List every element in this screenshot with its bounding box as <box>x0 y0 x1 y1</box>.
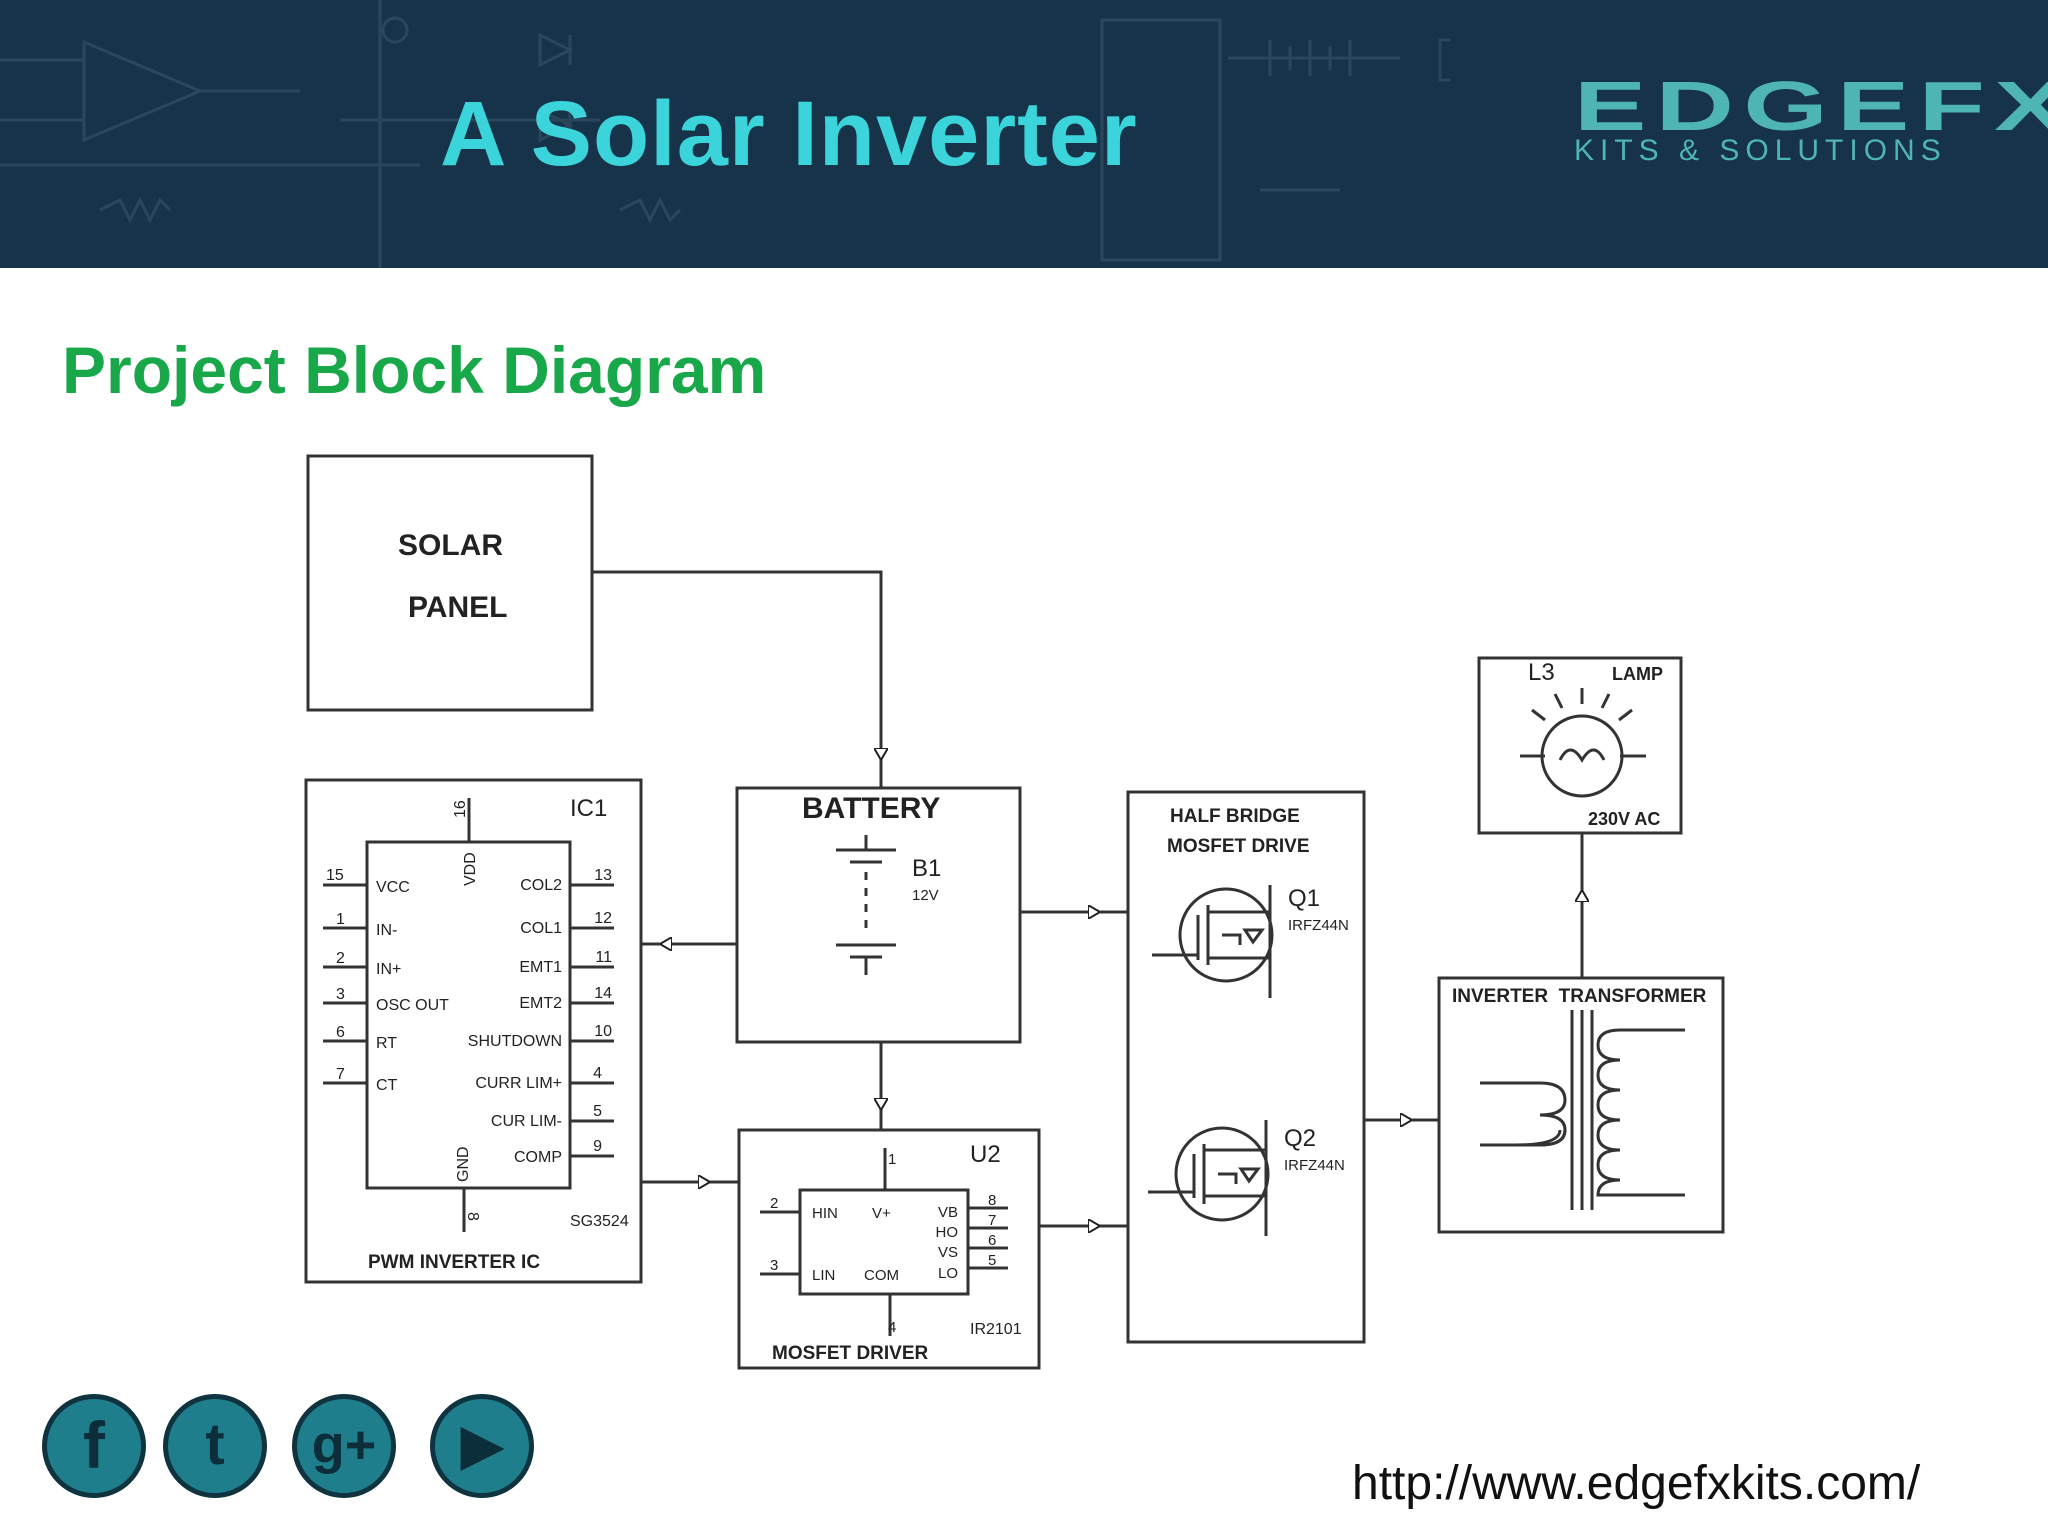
driver-caption: MOSFET DRIVER <box>772 1343 929 1364</box>
mosfet-q1-symbol <box>1152 885 1274 998</box>
youtube-icon[interactable]: ▶ <box>430 1394 534 1498</box>
svg-text:COL1: COL1 <box>520 920 562 937</box>
q1-ref: Q1 <box>1288 885 1320 912</box>
lamp-caption: LAMP <box>1612 664 1663 684</box>
mosfet-driver-block <box>737 1128 1041 1370</box>
half-bridge-block <box>1126 790 1366 1344</box>
half-bridge-label-2: MOSFET DRIVE <box>1167 836 1310 857</box>
svg-text:IN-: IN- <box>376 922 397 939</box>
svg-text:EMT2: EMT2 <box>519 995 562 1012</box>
ic-top-pin-num: 16 <box>452 800 469 818</box>
twitter-icon[interactable]: t <box>163 1394 267 1498</box>
ic-caption: PWM INVERTER IC <box>368 1252 540 1273</box>
svg-text:SHUTDOWN: SHUTDOWN <box>468 1033 562 1050</box>
mosfet-driver-pins <box>760 1148 1008 1336</box>
driver-part: IR2101 <box>970 1321 1022 1338</box>
svg-text:3: 3 <box>770 1257 778 1274</box>
ic-left-pin-labels: 15 1 2 3 6 7 VCC IN- IN+ OSC OUT RT CT <box>326 867 449 1094</box>
svg-text:12: 12 <box>594 910 612 927</box>
solar-label-1: SOLAR <box>398 529 503 562</box>
svg-text:15: 15 <box>326 867 344 884</box>
svg-text:HIN: HIN <box>812 1205 838 1222</box>
circuit-background <box>0 0 1450 268</box>
svg-text:8: 8 <box>988 1192 996 1209</box>
slide-title: A Solar Inverter <box>440 83 1138 185</box>
brand-wordmark: EDGEFX <box>1574 67 2048 145</box>
svg-text:5: 5 <box>988 1252 996 1269</box>
svg-text:VCC: VCC <box>376 879 410 896</box>
svg-text:4: 4 <box>888 1319 896 1336</box>
svg-text:RT: RT <box>376 1035 397 1052</box>
svg-text:2: 2 <box>336 950 345 967</box>
svg-text:6: 6 <box>988 1232 996 1249</box>
svg-text:VB: VB <box>938 1204 958 1221</box>
svg-text:LIN: LIN <box>812 1267 835 1284</box>
svg-text:LO: LO <box>938 1265 958 1282</box>
svg-text:4: 4 <box>593 1065 602 1082</box>
q1-part: IRFZ44N <box>1288 917 1349 934</box>
svg-text:V+: V+ <box>872 1205 891 1222</box>
transformer-caption: INVERTER TRANSFORMER <box>1452 986 1707 1007</box>
svg-text:OSC OUT: OSC OUT <box>376 997 449 1014</box>
svg-text:1: 1 <box>888 1151 896 1168</box>
ic-bottom-pin-num: 8 <box>464 1212 481 1221</box>
lamp-ref: L3 <box>1528 659 1555 686</box>
pwm-ic-block <box>304 778 643 1284</box>
ic-part: SG3524 <box>570 1213 629 1230</box>
transformer-symbol <box>1480 1010 1685 1210</box>
solar-panel-block <box>306 454 594 712</box>
svg-text:1: 1 <box>336 911 345 928</box>
svg-text:HO: HO <box>936 1224 959 1241</box>
footer-url-link[interactable]: http://www.edgefxkits.com/ <box>1352 1457 1921 1510</box>
svg-text:COM: COM <box>864 1267 899 1284</box>
section-title: Project Block Diagram <box>62 333 767 407</box>
half-bridge-label-1: HALF BRIDGE <box>1170 806 1300 827</box>
driver-ref: U2 <box>970 1141 1001 1168</box>
ic-right-pin-labels: COL2 COL1 EMT1 EMT2 SHUTDOWN CURR LIM+ C… <box>468 867 612 1166</box>
header-banner: A Solar Inverter EDGEFX KITS & SOLUTIONS <box>0 0 2048 268</box>
svg-text:14: 14 <box>594 985 612 1002</box>
lamp-block <box>1477 656 1683 835</box>
svg-text:2: 2 <box>770 1195 778 1212</box>
solar-label-2: PANEL <box>408 591 507 624</box>
svg-text:5: 5 <box>593 1103 602 1120</box>
battery-ref: B1 <box>912 855 941 882</box>
ic-bottom-pin-name: GND <box>455 1146 472 1182</box>
brand-logo: EDGEFX KITS & SOLUTIONS <box>1568 66 2048 176</box>
svg-text:EMT1: EMT1 <box>519 959 562 976</box>
svg-text:IN+: IN+ <box>376 961 401 978</box>
battery-block <box>735 786 1022 1044</box>
brand-tagline: KITS & SOLUTIONS <box>1574 134 1947 167</box>
svg-text:CURR LIM+: CURR LIM+ <box>475 1075 562 1092</box>
svg-text:COL2: COL2 <box>520 877 562 894</box>
q2-part: IRFZ44N <box>1284 1157 1345 1174</box>
mosfet-q2-symbol <box>1148 1120 1270 1236</box>
lamp-rating: 230V AC <box>1588 809 1660 829</box>
svg-text:7: 7 <box>988 1212 996 1229</box>
driver-pin-labels: 2 3 HIN LIN V+ 1 COM 4 VB HO VS LO 8 7 6… <box>770 1151 996 1336</box>
svg-text:10: 10 <box>594 1023 612 1040</box>
google-plus-icon[interactable]: g+ <box>292 1394 396 1498</box>
lamp-symbol <box>1520 688 1646 798</box>
svg-text:COMP: COMP <box>514 1149 562 1166</box>
facebook-icon[interactable]: f <box>42 1394 146 1498</box>
battery-voltage: 12V <box>912 887 939 904</box>
svg-text:7: 7 <box>336 1066 345 1083</box>
svg-text:9: 9 <box>593 1138 602 1155</box>
wire-solar-to-battery <box>592 570 881 760</box>
ic-top-pin-name: VDD <box>462 852 479 886</box>
battery-symbol <box>836 835 896 975</box>
battery-title: BATTERY <box>802 792 940 825</box>
svg-text:3: 3 <box>336 986 345 1003</box>
svg-text:6: 6 <box>336 1024 345 1041</box>
svg-text:11: 11 <box>595 949 612 966</box>
svg-text:VS: VS <box>938 1244 958 1261</box>
svg-text:CUR LIM-: CUR LIM- <box>491 1113 562 1130</box>
ic-ref: IC1 <box>570 795 607 822</box>
svg-text:13: 13 <box>594 867 612 884</box>
q2-ref: Q2 <box>1284 1125 1316 1152</box>
svg-text:CT: CT <box>376 1077 398 1094</box>
pwm-ic-pins <box>323 798 614 1232</box>
